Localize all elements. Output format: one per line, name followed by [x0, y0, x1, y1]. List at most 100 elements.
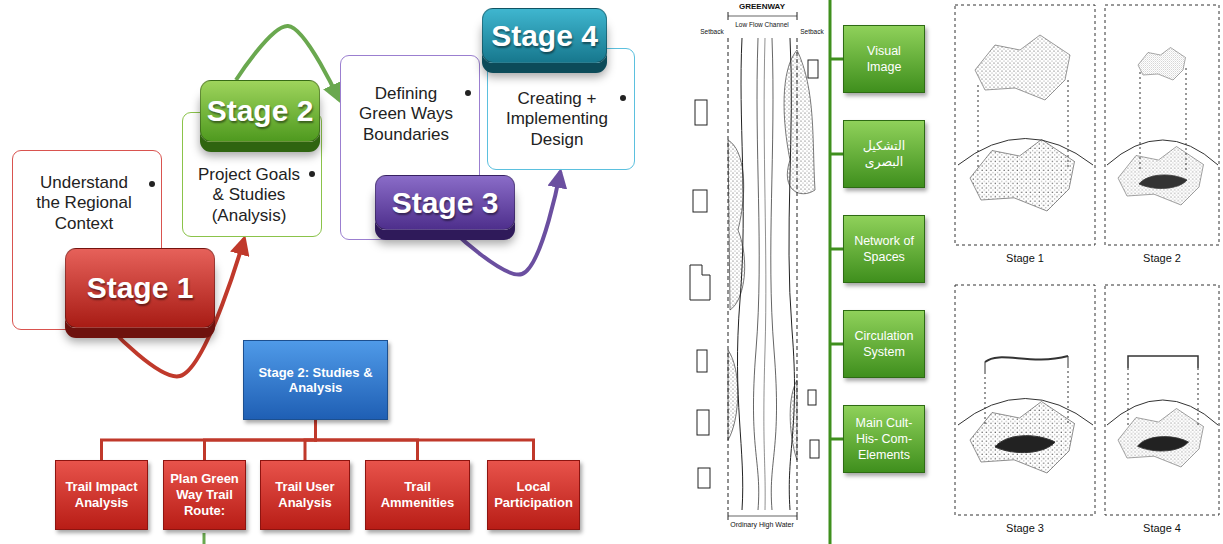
- stage-sketches: [955, 5, 1219, 515]
- bullet-dot: [620, 95, 626, 101]
- sketch-stroke: [1107, 400, 1218, 425]
- stage-button: Stage 4: [482, 8, 607, 63]
- aspect-box: Network of Spaces: [843, 215, 925, 283]
- tree-connector: [305, 420, 316, 460]
- sketch-stroke: [737, 38, 743, 510]
- sketch-stroke: [753, 38, 759, 510]
- sketch-stroke: [698, 468, 710, 488]
- task-box: Trail Ammenities: [365, 460, 470, 530]
- node-text: Trail Impact Analysis: [61, 479, 142, 512]
- sketch-stroke: [797, 12, 798, 20]
- part-label: Setback: [799, 28, 825, 35]
- bullet-dot: [149, 181, 155, 187]
- sketch-stroke: [728, 516, 797, 517]
- sketch-stroke: [784, 50, 815, 194]
- node-text: Trail Ammenities: [371, 479, 464, 512]
- part-label: Low Flow Channel: [734, 21, 789, 28]
- node-text: Plan Green Way Trail Route:: [169, 471, 240, 520]
- sketch-stroke: [829, 0, 832, 544]
- sketch-stroke: [830, 248, 843, 251]
- sketch-stroke: [975, 35, 1070, 100]
- sketch-stroke: [1105, 5, 1219, 245]
- tree-connector: [205, 420, 316, 460]
- aspect-box: Main Cult- His- Com- Elements: [843, 405, 925, 473]
- sketch-stroke: [1105, 285, 1219, 515]
- sketch-stroke: [808, 390, 816, 405]
- task-box: Local Participation: [487, 460, 580, 530]
- heading-box: Stage 2: Studies & Analysis: [243, 340, 388, 420]
- node-text: Stage 3: [392, 186, 499, 220]
- sketch-stroke: [1198, 368, 1199, 425]
- greenway-plan: [690, 12, 819, 520]
- title-label: GREENWAY: [738, 2, 786, 11]
- node-text: Main Cult- His- Com- Elements: [849, 415, 919, 464]
- stage-caption: Stage 4: [1142, 522, 1182, 534]
- label-text: GREENWAY: [738, 2, 786, 11]
- task-box: Trail User Analysis: [260, 460, 350, 530]
- label-text: Low Flow Channel: [734, 21, 789, 28]
- callout-box: Creating + Implementing Design: [487, 48, 635, 170]
- sketch-stroke: [728, 350, 738, 440]
- sketch-stroke: [995, 436, 1055, 453]
- node-text: Creating + Implementing Design: [500, 89, 614, 150]
- sketch-stroke: [693, 190, 707, 212]
- sketch-stroke: [728, 12, 729, 20]
- sketch-stroke: [830, 153, 843, 156]
- sketch-stroke: [728, 16, 797, 17]
- label-text: Setback: [699, 28, 725, 35]
- sketch-stroke: [1138, 48, 1186, 81]
- node-text: التشكيل البصرى: [849, 138, 919, 171]
- dimension-label: Ordinary High Water: [729, 521, 795, 528]
- sketch-stroke: [789, 38, 795, 510]
- label-text: Ordinary High Water: [729, 521, 795, 528]
- stage-button: Stage 1: [65, 248, 215, 328]
- sketch-stroke: [985, 372, 986, 425]
- sketch-stroke: [771, 38, 777, 510]
- sketch-stroke: [728, 38, 729, 510]
- tree-connector: [316, 420, 534, 460]
- node-text: Local Participation: [493, 479, 574, 512]
- sketch-stroke: [690, 265, 710, 300]
- node-text: Circulation System: [849, 328, 919, 361]
- node-text: Trail User Analysis: [266, 479, 344, 512]
- sketch-stroke: [695, 100, 707, 125]
- sketch-stroke: [1140, 72, 1141, 170]
- node-text: Stage 4: [491, 19, 598, 53]
- sketch-stroke: [797, 512, 798, 520]
- sketch-stroke: [1107, 140, 1218, 165]
- sketch-stroke: [830, 58, 843, 61]
- stage-caption: Stage 1: [1005, 252, 1045, 264]
- stage-button: Stage 3: [375, 175, 515, 230]
- bullet-dot: [309, 171, 315, 177]
- stage-caption: Stage 3: [1005, 522, 1045, 534]
- sketch-stroke: [1068, 80, 1069, 170]
- sketch-stroke: [1068, 366, 1069, 425]
- sketch-stroke: [1186, 68, 1187, 170]
- sketch-stroke: [830, 343, 843, 346]
- label-text: Stage 4: [1142, 522, 1182, 534]
- aspect-box: Visual Image: [843, 25, 925, 93]
- sketch-stroke: [955, 5, 1095, 245]
- task-box: Trail Impact Analysis: [55, 460, 148, 530]
- sketch-stroke: [1068, 356, 1069, 366]
- sketch-stroke: [970, 140, 1075, 212]
- label-text: Stage 3: [1005, 522, 1045, 534]
- label-text: Stage 1: [1005, 252, 1045, 264]
- sketch-stroke: [808, 60, 818, 78]
- node-text: Understand the Regional Context: [27, 173, 141, 234]
- sketch-stroke: [1128, 356, 1198, 368]
- aspect-box: Circulation System: [843, 310, 925, 378]
- node-text: Defining Green Ways Boundaries: [353, 84, 459, 145]
- sketch-stroke: [697, 350, 707, 372]
- node-text: Stage 2: Studies & Analysis: [250, 365, 381, 395]
- node-text: Project Goals & Studies (Analysis): [195, 165, 303, 226]
- stage-caption: Stage 2: [1142, 252, 1182, 264]
- sketch-stroke: [978, 85, 979, 170]
- stem-line: [203, 533, 206, 544]
- task-box: Plan Green Way Trail Route:: [163, 460, 246, 530]
- sketch-stroke: [955, 285, 1095, 515]
- sketch-stroke: [810, 440, 819, 458]
- sketch-stroke: [985, 362, 986, 372]
- part-label: Setback: [699, 28, 725, 35]
